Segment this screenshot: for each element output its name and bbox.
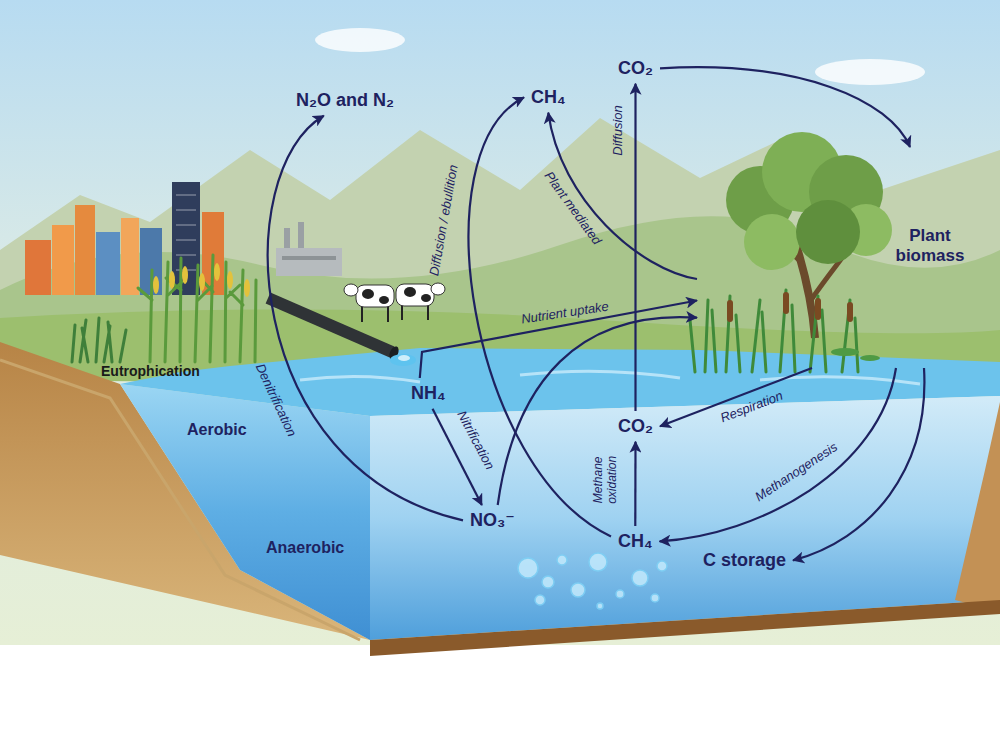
flow-arrow: [469, 97, 611, 536]
species-label: CO₂: [614, 56, 657, 81]
flow-arrow: [634, 442, 636, 526]
process-label: Denitrification: [252, 362, 299, 440]
zone-label: Eutrophication: [101, 363, 200, 379]
species-label: CH₄: [527, 85, 570, 110]
species-name: NO₃⁻: [470, 510, 515, 531]
discharge-pipe: [268, 298, 416, 366]
process-label: Diffusion: [611, 105, 626, 156]
plant-biomass-region: Plant biomass: [700, 150, 980, 365]
process-label: Diffusion / ebullition: [427, 164, 461, 278]
species-label: NH₄: [407, 381, 450, 406]
crops: [72, 255, 256, 362]
process-label: Methane oxidation: [592, 444, 620, 516]
process-label: Respiration: [719, 389, 786, 427]
water-left-face: [120, 384, 370, 640]
species-name: CO₂: [618, 58, 653, 79]
species-name: CH₄: [531, 87, 566, 108]
process-label: Methanogenesis: [753, 440, 841, 505]
factory: [276, 222, 342, 276]
water-front-face: [370, 396, 1000, 640]
sediment-bed: [370, 600, 1000, 656]
zone-label: Anaerobic: [266, 539, 344, 557]
species-label: N₂O and N₂: [292, 88, 398, 113]
tree: [726, 132, 892, 338]
species-label: CO₂: [614, 414, 657, 439]
flow-arrow: [268, 116, 463, 521]
flow-arrow: [660, 368, 896, 541]
flow-arrow: [634, 84, 636, 411]
cows: [344, 283, 445, 322]
species-label: NO₃⁻: [466, 508, 519, 533]
species-name: C storage: [703, 550, 786, 571]
species-name: CO₂: [618, 416, 653, 437]
species-name: NH₄: [411, 383, 446, 404]
species-name: N₂O and N₂: [296, 90, 394, 111]
process-label: Nitrification: [453, 409, 496, 473]
species-name: CH₄: [618, 531, 653, 552]
zone-label: Aerobic: [187, 421, 247, 439]
cloud: [815, 59, 925, 85]
methane-bubbles: [518, 553, 667, 609]
soil-right: [955, 402, 1000, 612]
flow-arrow: [660, 67, 910, 147]
pool-label: Plant biomass: [884, 226, 976, 265]
cloud: [315, 28, 405, 52]
process-label: Plant mediated: [541, 169, 604, 248]
sky: [0, 0, 1000, 645]
flow-arrow: [660, 368, 812, 426]
species-label: CH₄: [614, 529, 657, 554]
reeds: [690, 290, 880, 372]
species-label: C storage: [699, 548, 790, 573]
city: [25, 182, 224, 295]
process-label: Nutrient uptake: [520, 299, 609, 327]
